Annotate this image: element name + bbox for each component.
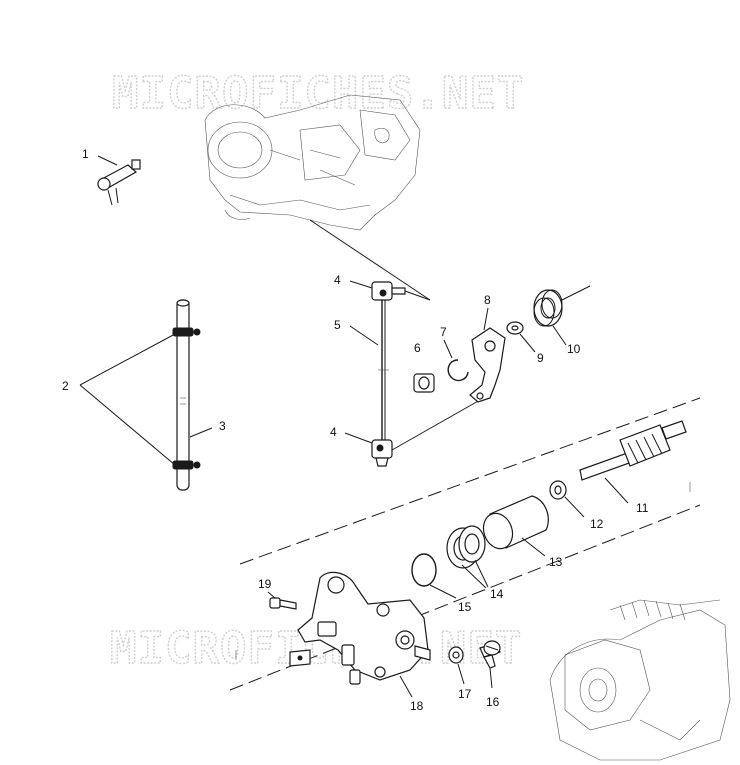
part-17-washer xyxy=(448,646,464,664)
callout-14: 14 xyxy=(490,587,504,601)
callout-1: 1 xyxy=(82,147,89,161)
leader-2-upper xyxy=(79,333,176,386)
leader-11 xyxy=(604,477,629,504)
part-15-o-ring xyxy=(411,553,437,587)
callout-12: 12 xyxy=(590,517,604,531)
leader-16 xyxy=(489,667,493,689)
leader-3 xyxy=(189,427,213,438)
engine-block-sketch xyxy=(549,599,731,761)
part-3-hose xyxy=(176,299,190,491)
callout-19: 19 xyxy=(258,577,272,591)
callout-18: 18 xyxy=(410,699,424,713)
part-1-fitting xyxy=(97,159,141,206)
part-2-clamp-lower xyxy=(172,460,201,470)
leader-8 xyxy=(483,307,489,331)
watermark-top: MICROFICHES.NET xyxy=(112,68,524,119)
part-16-bolt xyxy=(479,640,501,669)
part-18-pump xyxy=(289,571,431,685)
part-10-spring xyxy=(533,285,591,327)
part-7-clip xyxy=(447,359,469,382)
leader-19 xyxy=(267,591,276,599)
leader-13 xyxy=(521,537,546,557)
callout-10: 10 xyxy=(567,342,581,356)
leader-7 xyxy=(443,339,453,359)
part-14-seals xyxy=(446,525,486,569)
part-8-bracket xyxy=(469,327,506,403)
leader-1 xyxy=(97,155,118,166)
centerline-upper xyxy=(239,397,701,565)
callout-9: 9 xyxy=(537,351,544,365)
leader-14-b xyxy=(474,559,489,588)
leader-4-lower xyxy=(344,432,373,444)
leader-2-lower xyxy=(79,384,176,466)
engine-housing-sketch xyxy=(204,94,431,301)
part-13-sleeve xyxy=(482,495,549,550)
part-6-bushing xyxy=(413,373,435,393)
callout-6: 6 xyxy=(414,341,421,355)
leader-17 xyxy=(457,663,465,685)
callout-15: 15 xyxy=(458,600,472,614)
callout-11: 11 xyxy=(636,501,649,515)
callout-4-lower: 4 xyxy=(330,425,337,439)
callout-5: 5 xyxy=(334,318,341,332)
part-5-rod xyxy=(378,300,389,440)
callout-7: 7 xyxy=(440,325,447,339)
part-2-clamp-upper xyxy=(172,327,201,337)
leader-14-a xyxy=(461,564,487,589)
callout-8: 8 xyxy=(484,293,491,307)
part-19-bolt xyxy=(269,597,297,610)
part-4-ball-joint-lower xyxy=(371,399,481,467)
callout-2: 2 xyxy=(62,379,69,393)
leader-12 xyxy=(564,496,585,518)
part-11-gear-shaft xyxy=(579,420,687,481)
leader-5 xyxy=(349,325,379,346)
callout-13: 13 xyxy=(549,555,563,569)
callout-4-upper: 4 xyxy=(334,273,341,287)
callout-16: 16 xyxy=(486,695,500,709)
part-12-washer xyxy=(549,480,567,500)
callout-17: 17 xyxy=(458,687,472,701)
leader-9 xyxy=(519,333,536,353)
callout-3: 3 xyxy=(219,419,226,433)
part-9-washer xyxy=(506,321,524,335)
leader-18 xyxy=(399,675,413,698)
part-4-ball-joint-upper xyxy=(371,281,431,301)
leader-4-upper xyxy=(349,280,373,289)
leader-10 xyxy=(552,325,567,346)
leader-15 xyxy=(429,584,457,599)
